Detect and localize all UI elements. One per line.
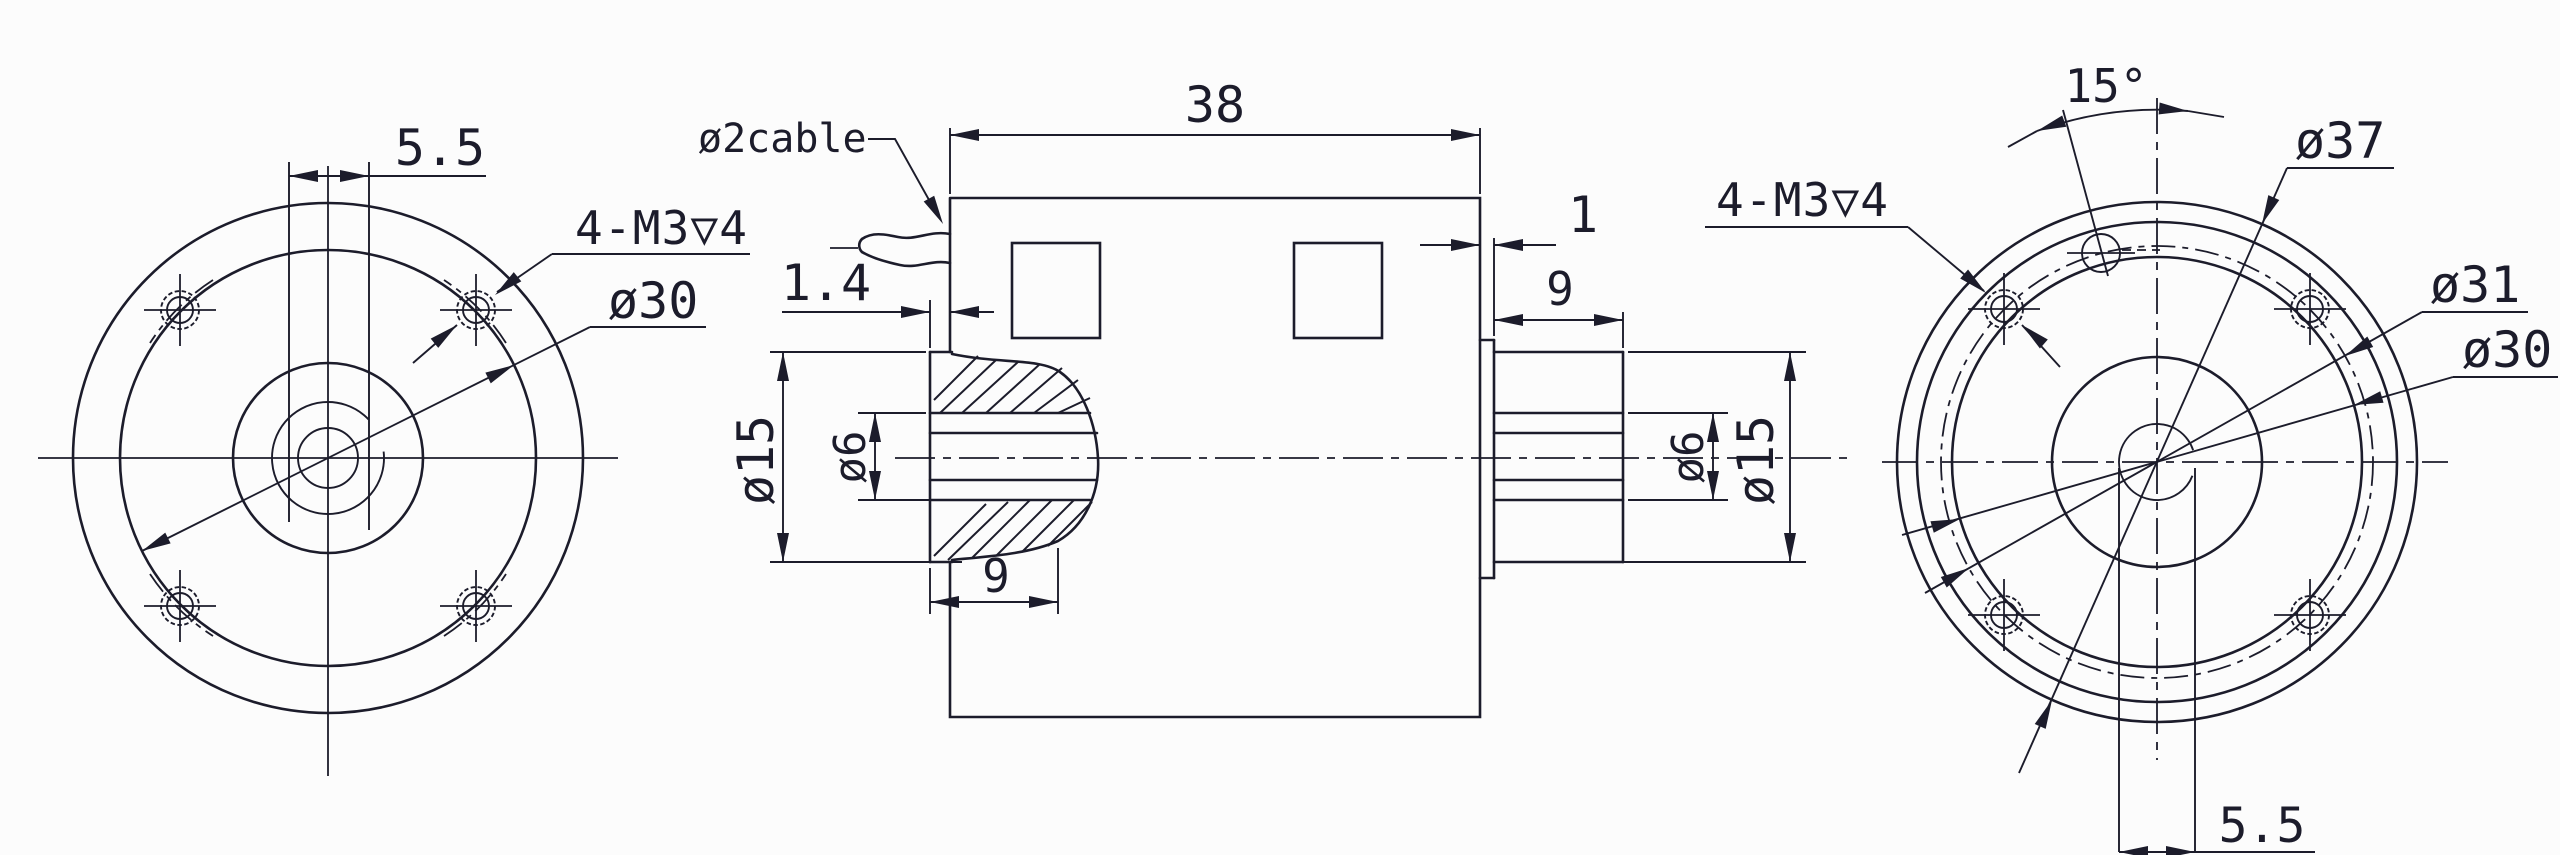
screw-hole — [440, 570, 512, 642]
cable — [830, 231, 952, 268]
output-shaft — [1478, 338, 1625, 580]
bolt-circle-text: ø31 — [2430, 256, 2520, 314]
screw-hole — [1968, 273, 2040, 345]
mounting-holes — [1968, 273, 2346, 651]
winding-window-right — [1292, 241, 1384, 340]
dim-hole-angle: 15° — [2007, 59, 2225, 277]
dim-body-length: 38 — [949, 76, 1481, 194]
dim-slot-width: 5.5 — [2119, 798, 2315, 855]
hub-break-line — [950, 352, 1100, 562]
flange-dia-text: ø30 — [608, 272, 698, 330]
dim-hub-dia: ø15 — [727, 351, 962, 563]
dim-hub-length: 9 — [929, 548, 1059, 614]
thread-spec-text: 4-M3▽4 — [1716, 173, 1888, 227]
outer-dia-text: ø37 — [2295, 112, 2385, 170]
dim-hub-bore: ø6 — [825, 412, 962, 501]
center-boss-circle — [271, 401, 385, 515]
hub-dia-text: ø15 — [727, 415, 785, 505]
step-width-text: 1 — [1568, 186, 1598, 244]
dim-step-width: 1 — [1420, 186, 1598, 336]
screw-hole — [2274, 579, 2346, 651]
bolt-arc — [149, 573, 214, 637]
screw-hole — [2274, 273, 2346, 345]
hatch-top — [933, 355, 1091, 414]
front-flange-view: 5.5 — [38, 119, 750, 776]
bolt-circle-callout: ø31 — [1924, 256, 2528, 594]
dim-slot-width: 5.5 — [289, 119, 486, 182]
body-length-text: 38 — [1185, 76, 1245, 134]
inner-dia-text: ø30 — [2462, 321, 2552, 379]
bolt-arc — [443, 279, 507, 344]
rear-flange-view: 15° 4-M3▽4 ø37 ø31 ø3 — [1705, 59, 2558, 855]
hatch-bottom — [933, 499, 1093, 561]
slot-width-text: 5.5 — [2219, 798, 2306, 854]
winding-window-left — [1010, 241, 1102, 340]
dim-shaft-bore: ø6 — [1628, 412, 1728, 501]
cable-callout: ø2cable — [698, 116, 949, 227]
bolt-arc — [149, 279, 214, 344]
slot-width-text: 5.5 — [395, 119, 485, 177]
hole-angle-text: 15° — [2064, 59, 2147, 113]
shaft-dia-text: ø15 — [1727, 415, 1785, 505]
hub-section — [928, 350, 1100, 564]
bolt-arc — [443, 573, 507, 637]
screw-hole — [1968, 579, 2040, 651]
dim-shaft-dia: ø15 — [1498, 351, 1806, 563]
inner-dia-callout: ø30 — [1901, 321, 2558, 536]
dim-hub-offset: 1.4 — [781, 254, 994, 348]
cable-text: ø2cable — [698, 116, 867, 162]
shaft-bore-text: ø6 — [1663, 431, 1714, 484]
mounting-holes — [144, 274, 512, 642]
hub-bore-text: ø6 — [825, 431, 876, 484]
hub-offset-text: 1.4 — [781, 254, 871, 312]
screw-hole — [440, 274, 512, 346]
dim-shaft-length: 9 — [1494, 262, 1624, 348]
thread-callout: 4-M3▽4 — [1705, 173, 2061, 368]
side-section-view: ø2cable 38 1.4 — [698, 76, 1852, 719]
shaft-length-text: 9 — [1546, 262, 1574, 316]
thread-spec-text: 4-M3▽4 — [575, 201, 747, 255]
screw-hole — [144, 274, 216, 346]
hub-length-text: 9 — [982, 549, 1010, 603]
index-hole — [2067, 233, 2160, 273]
center-hole — [2118, 423, 2196, 501]
thread-callout: 4-M3▽4 — [412, 201, 750, 364]
body-outline — [948, 196, 1482, 719]
flange-dia-callout: ø30 — [139, 272, 706, 557]
outer-dia-callout: ø37 — [2018, 112, 2394, 774]
screw-hole — [144, 570, 216, 642]
